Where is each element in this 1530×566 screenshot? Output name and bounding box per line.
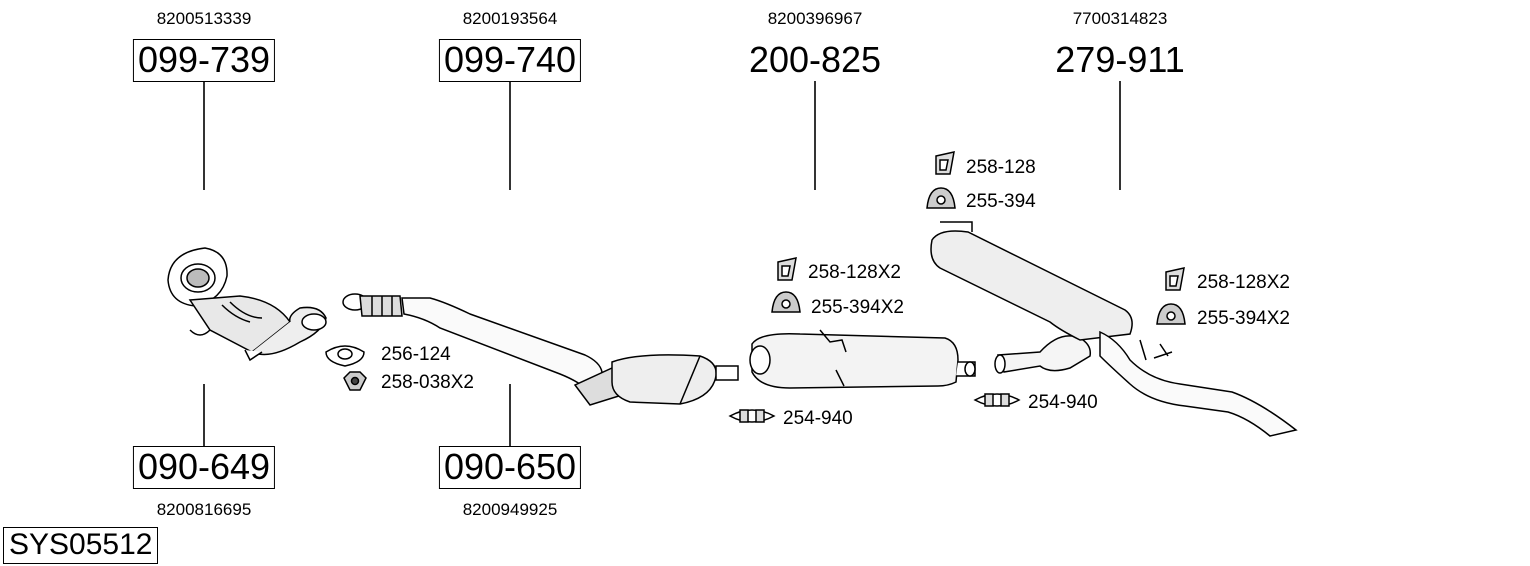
rubber-mount-icon	[771, 291, 801, 313]
part-number: 099-739	[132, 39, 276, 82]
clamp-icon	[728, 409, 776, 423]
part-number: 279-911	[1055, 39, 1185, 80]
hanger-label: 258-128X2	[808, 262, 901, 283]
rear-silencer	[930, 221, 1298, 437]
front-pipe	[342, 293, 739, 406]
clamp-icon	[973, 393, 1021, 407]
hanger-label: 258-128	[966, 157, 1036, 178]
oem-number: 7700314823	[1072, 9, 1168, 28]
part-number: 099-740	[438, 39, 582, 82]
manifold-catalyst	[167, 247, 327, 362]
hanger-icon	[777, 257, 797, 281]
oem-number: 8200949925	[462, 500, 558, 519]
rubber-mount-label: 255-394X2	[811, 297, 904, 318]
nut-label: 258-038X2	[381, 372, 474, 393]
system-id: SYS05512	[3, 527, 159, 564]
part-number: 200-825	[748, 39, 882, 80]
rubber-mount-icon	[926, 187, 956, 209]
part-number: 090-649	[132, 446, 276, 489]
gasket-label: 256-124	[381, 344, 451, 365]
hanger-icon	[935, 151, 955, 175]
clamp-label: 254-940	[783, 408, 853, 429]
clamp-label: 254-940	[1028, 392, 1098, 413]
oem-number: 8200193564	[462, 9, 558, 28]
gasket-icon	[325, 345, 365, 367]
rubber-mount-label: 255-394	[966, 191, 1036, 212]
part-number: 090-650	[438, 446, 582, 489]
rubber-mount-icon	[1156, 303, 1186, 325]
oem-number: 8200816695	[156, 500, 252, 519]
hanger-label: 258-128X2	[1197, 272, 1290, 293]
nut-icon	[343, 371, 367, 391]
rubber-mount-label: 255-394X2	[1197, 308, 1290, 329]
oem-number: 8200396967	[767, 9, 863, 28]
hanger-icon	[1165, 267, 1185, 291]
oem-number: 8200513339	[156, 9, 252, 28]
centre-silencer	[749, 329, 976, 389]
